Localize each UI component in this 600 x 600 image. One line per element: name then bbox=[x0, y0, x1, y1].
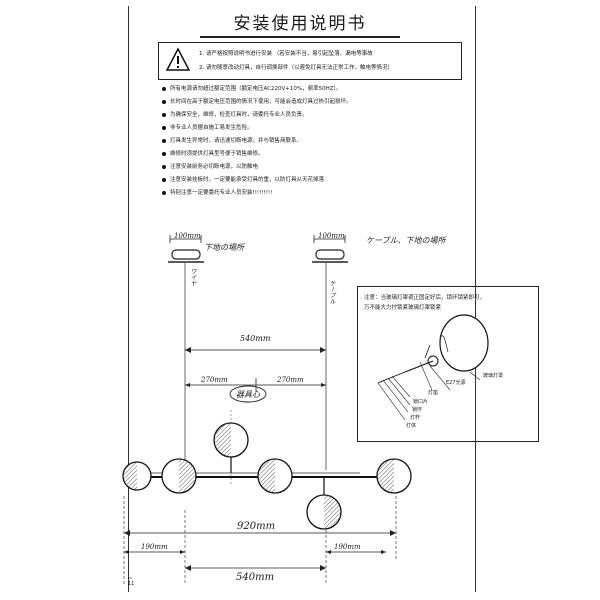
warning-line-1: 1. 请严格按照说明书进行安装 （若安装不当，易引起坠落、漏电等事故 bbox=[199, 51, 373, 57]
left-offset-label: 190mm bbox=[141, 543, 168, 551]
globe-lower-right bbox=[306, 478, 342, 530]
note-item: 维修时须提供灯具型号便于销售维修。 bbox=[162, 149, 264, 157]
bullet-icon bbox=[162, 125, 166, 130]
detail-assembly-drawing bbox=[377, 314, 489, 421]
center-note-label: 器具心 bbox=[236, 390, 260, 399]
document-title: 安装使用说明书 bbox=[200, 9, 400, 38]
label-ring: 锁环 bbox=[412, 407, 423, 413]
left-canopy-dim-label: 100mm bbox=[174, 232, 201, 240]
center-note-oval bbox=[229, 385, 267, 403]
bullet-icon bbox=[162, 99, 166, 104]
globe-center-right bbox=[257, 458, 293, 494]
note-item: 为确保安全，维修，检查灯具时，请委托专业人员负责。 bbox=[162, 110, 308, 118]
left-wire-label: ワイヤ bbox=[189, 268, 196, 286]
page-marker: 11 bbox=[128, 581, 135, 587]
overall-width-label: 920mm bbox=[237, 521, 276, 532]
note-item: 灯具发生异常时，请迅速切断电源，并与销售商联系。 bbox=[162, 136, 302, 144]
page-frame bbox=[128, 6, 476, 592]
label-body: 灯体 bbox=[406, 423, 417, 429]
bullet-icon bbox=[162, 190, 166, 195]
detail-text-line-2: 万不能大力拧锁紧玻璃灯罩锁紧 bbox=[364, 305, 442, 311]
right-canopy-note: ケーブル、下地の場所 bbox=[366, 236, 446, 245]
lower-span-label: 540mm bbox=[236, 572, 275, 583]
label-lock: 锁口片 bbox=[413, 399, 429, 405]
note-item: 非专业人员擅自施工易发生危险。 bbox=[162, 123, 253, 131]
bullet-icon bbox=[162, 86, 166, 91]
note-item: 所有电源请勿超过额定范围（额定电压AC220V+10%，频率50HZ）。 bbox=[162, 84, 342, 92]
detail-box: 注意：当玻璃灯罩调正固定好后，锁环锁紧即可， 万不能大力拧锁紧玻璃灯罩锁紧 E2… bbox=[357, 286, 539, 442]
warning-triangle-icon bbox=[165, 47, 191, 71]
globe-far-right bbox=[376, 458, 412, 494]
label-arm: 灯杆 bbox=[410, 415, 421, 421]
bullet-icon bbox=[162, 177, 166, 182]
globe-upper-left bbox=[213, 422, 249, 473]
note-item: 注意安装挂板时，一定要能承受灯具的重，以防灯具从天花掉落 bbox=[162, 175, 324, 183]
globe-far-left bbox=[122, 461, 152, 491]
bullet-icon bbox=[162, 164, 166, 169]
warning-box: 1. 请严格按照说明书进行安装 （若安装不当，易引起坠落、漏电等事故 2. 请勿… bbox=[158, 42, 462, 80]
half-right-label: 270mm bbox=[277, 376, 304, 384]
label-bulb: E27光源 bbox=[446, 380, 466, 386]
bullet-icon bbox=[162, 138, 166, 143]
left-canopy-note: 下地の場所 bbox=[204, 243, 244, 252]
right-offset-label: 190mm bbox=[334, 543, 361, 551]
bullet-icon bbox=[162, 112, 166, 117]
half-span-dimensions bbox=[185, 378, 326, 392]
lower-span-dimension bbox=[185, 565, 326, 571]
overall-width-dimension bbox=[123, 496, 397, 585]
bullet-icon bbox=[162, 151, 166, 156]
label-holder: 灯座 bbox=[428, 390, 439, 396]
warning-line-2: 2. 请勿随意改动灯具，自行调换部件（以避免灯具无法正常工作，触电等情况） bbox=[199, 65, 393, 71]
globe-left bbox=[161, 458, 197, 494]
upper-span-dimension bbox=[185, 347, 326, 353]
offset-dimensions bbox=[124, 550, 386, 554]
right-wire-label: ケーブル bbox=[328, 280, 335, 304]
half-left-label: 270mm bbox=[201, 376, 228, 384]
note-item: 长时间在高于额定电压范围的情况下使用，可能会造成灯具过热引起损坏。 bbox=[162, 97, 352, 105]
label-globe: 玻璃灯罩 bbox=[483, 373, 504, 379]
upper-span-label: 540mm bbox=[240, 334, 271, 343]
right-canopy bbox=[312, 235, 348, 263]
left-canopy bbox=[168, 235, 204, 263]
note-item: 注意安装前务必切断电源，以防触电 bbox=[162, 162, 258, 170]
detail-text-line-1: 注意：当玻璃灯罩调正固定好后，锁环锁紧即可， bbox=[364, 295, 486, 301]
note-item: 特别注意一定要委托专业人员安装!!!!!!!!! bbox=[162, 188, 272, 196]
right-canopy-dim-label: 100mm bbox=[318, 232, 345, 240]
